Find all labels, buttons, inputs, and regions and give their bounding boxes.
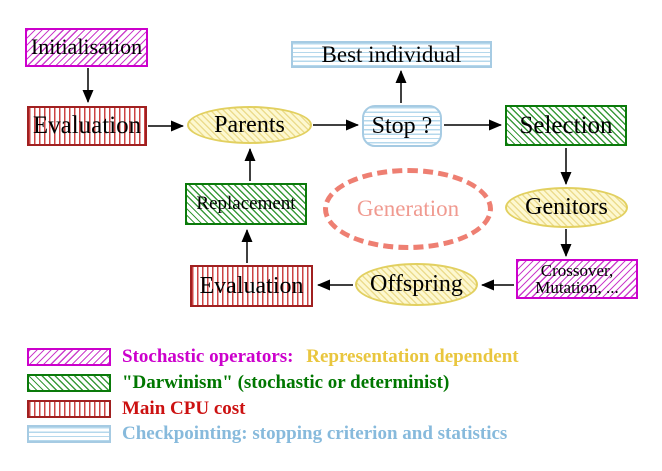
legend-text-representation: Representation dependent [306,346,519,367]
crossover-line1: Crossover, [540,260,614,280]
legend-swatch-stochastic-operators [27,348,111,366]
generation-label: Generation [356,196,460,221]
node-evaluation-bottom: Evaluation [190,265,313,307]
node-genitors: Genitors [505,187,628,228]
legend-text-stochastic: Stochastic operators: [122,346,294,367]
node-replacement: Replacement [185,183,307,225]
legend-swatch-cpu-cost [27,400,111,418]
crossover-line2: Mutation, ... [535,278,619,297]
legend-label-cpu-cost: Main CPU cost [122,398,246,419]
legend-swatch-checkpointing [27,425,111,443]
node-crossover-mutation: Crossover, Mutation, ... [516,259,638,299]
node-best-individual: Best individual [291,41,492,68]
node-stop: Stop ? [362,105,442,147]
node-selection: Selection [505,105,627,146]
legend-label-darwinism: "Darwinism" (stochastic or determinist) [122,372,450,393]
generation-loop-ellipse: Generation [323,168,493,250]
legend-swatch-darwinism [27,374,111,392]
legend-label-checkpointing: Checkpointing: stopping criterion and st… [122,423,508,444]
node-parents: Parents [187,106,312,144]
node-evaluation-top: Evaluation [27,106,147,146]
legend-label-stochastic-operators: Stochastic operators: Representation dep… [122,346,519,368]
node-offspring: Offspring [355,263,478,306]
node-initialisation: Initialisation [25,28,148,67]
